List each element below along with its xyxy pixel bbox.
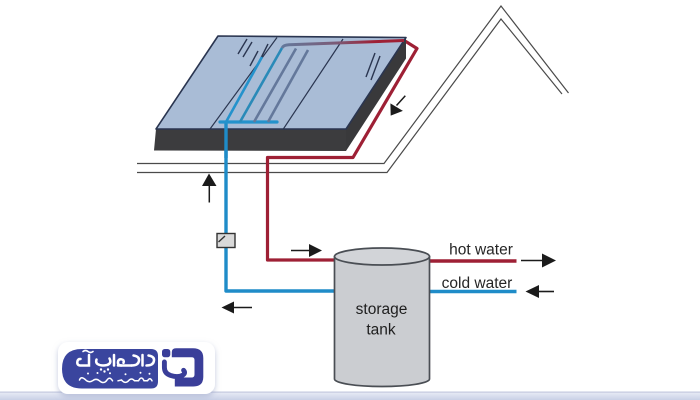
svg-text:hot water: hot water (449, 242, 513, 259)
svg-text:cold water: cold water (442, 275, 513, 292)
svg-text:tank: tank (366, 322, 396, 339)
svg-text:storage: storage (356, 301, 408, 318)
